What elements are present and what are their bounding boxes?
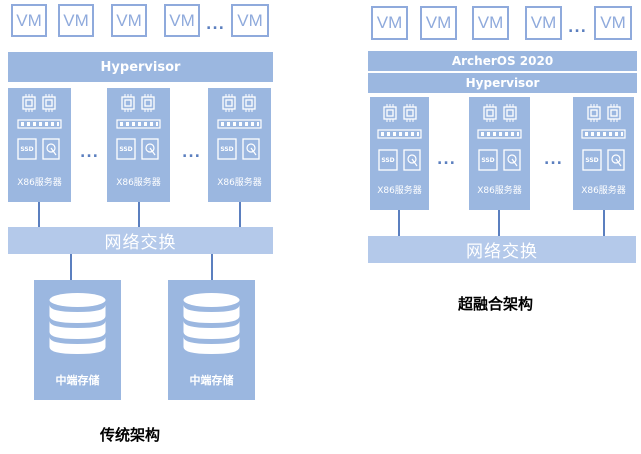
connector-line — [138, 202, 140, 227]
database-icon — [49, 293, 106, 354]
midrange-storage: 中端存储 — [168, 280, 255, 400]
vm-ellipsis: ... — [206, 17, 225, 33]
hypervisor-bar: Hypervisor — [368, 73, 637, 93]
connector-line — [498, 210, 500, 236]
server-ellipsis: ... — [80, 145, 99, 161]
cpu-icon — [383, 104, 417, 122]
ssd-icon: SSD — [378, 149, 398, 171]
server-ellipsis: ... — [437, 152, 456, 168]
ssd-icon: SSD — [478, 149, 498, 171]
hypervisor-label: Hypervisor — [100, 59, 181, 75]
hypervisor-bar: Hypervisor — [8, 52, 273, 82]
database-icon — [183, 293, 240, 354]
ssd-icon: SSD — [116, 138, 136, 160]
network-label: 网络交换 — [466, 242, 538, 262]
ssd-icon-text: SSD — [220, 146, 233, 153]
server-label: X86服务器 — [377, 186, 422, 196]
memory-icon — [377, 129, 422, 139]
cpu-icon — [121, 94, 155, 112]
ssd-icon-text: SSD — [20, 146, 33, 153]
vm-label: VM — [376, 13, 403, 32]
x86-server: SSD X86服务器 — [107, 88, 170, 202]
vm-label: VM — [169, 10, 195, 30]
memory-icon — [116, 119, 161, 129]
connector-line — [211, 254, 213, 280]
storage-label: 中端存储 — [55, 374, 100, 387]
network-switch-bar: 网络交换 — [368, 236, 636, 263]
vm-box: VM — [58, 4, 94, 37]
ssd-icon-text: SSD — [585, 157, 598, 164]
memory-icon — [581, 129, 626, 139]
memory-icon — [17, 119, 62, 129]
hdd-icon — [403, 149, 421, 171]
vm-box: VM — [594, 6, 632, 40]
cpu-icon — [22, 94, 56, 112]
vm-box: VM — [11, 4, 47, 37]
connector-line — [239, 202, 241, 227]
vm-ellipsis: ... — [568, 20, 587, 36]
x86-server: SSD X86服务器 — [469, 97, 530, 210]
vm-label: VM — [237, 10, 263, 30]
hdd-icon — [42, 138, 60, 160]
connector-line — [398, 210, 400, 236]
hyperconverged-caption: 超融合架构 — [458, 295, 534, 313]
x86-server: SSD X86服务器 — [573, 97, 634, 210]
vm-box: VM — [111, 4, 147, 37]
cpu-icon — [587, 104, 621, 122]
server-label: X86服务器 — [17, 178, 62, 188]
hdd-icon — [242, 138, 260, 160]
vm-box: VM — [371, 6, 408, 40]
server-ellipsis: ... — [544, 152, 563, 168]
ssd-icon: SSD — [582, 149, 602, 171]
vm-label: VM — [425, 13, 452, 32]
network-switch-bar: 网络交换 — [8, 227, 273, 254]
vm-box: VM — [164, 4, 200, 37]
ssd-icon: SSD — [17, 138, 37, 160]
vm-label: VM — [530, 13, 557, 32]
connector-line — [603, 210, 605, 236]
vm-label: VM — [116, 10, 142, 30]
midrange-storage: 中端存储 — [34, 280, 121, 400]
connector-line — [38, 202, 40, 227]
network-label: 网络交换 — [104, 233, 177, 253]
memory-icon — [217, 119, 262, 129]
memory-icon — [477, 129, 522, 139]
connector-line — [70, 254, 72, 280]
vm-label: VM — [63, 10, 89, 30]
vm-label: VM — [477, 13, 504, 32]
hypervisor-label: Hypervisor — [465, 76, 540, 90]
ssd-icon-text: SSD — [381, 157, 394, 164]
storage-label: 中端存储 — [189, 374, 234, 387]
server-label: X86服务器 — [116, 178, 161, 188]
archeros-label: ArcherOS 2020 — [451, 54, 554, 68]
hdd-icon — [503, 149, 521, 171]
ssd-icon: SSD — [217, 138, 237, 160]
x86-server: SSD X86服务器 — [370, 97, 429, 210]
ssd-icon-text: SSD — [481, 157, 494, 164]
vm-label: VM — [600, 13, 626, 32]
x86-server: SSD X86服务器 — [208, 88, 271, 202]
x86-server: SSD X86服务器 — [8, 88, 71, 202]
vm-box: VM — [420, 6, 457, 40]
vm-box: VM — [231, 4, 269, 37]
server-label: X86服务器 — [581, 186, 626, 196]
vm-box: VM — [472, 6, 509, 40]
server-label: X86服务器 — [217, 178, 262, 188]
traditional-caption: 传统架构 — [100, 426, 161, 444]
hdd-icon — [607, 149, 625, 171]
cpu-icon — [483, 104, 517, 122]
ssd-icon-text: SSD — [119, 146, 132, 153]
cpu-icon — [222, 94, 256, 112]
vm-label: VM — [16, 10, 42, 30]
archeros-bar: ArcherOS 2020 — [368, 51, 637, 71]
hdd-icon — [141, 138, 159, 160]
server-label: X86服务器 — [477, 186, 522, 196]
server-ellipsis: ... — [182, 145, 201, 161]
vm-box: VM — [525, 6, 562, 40]
